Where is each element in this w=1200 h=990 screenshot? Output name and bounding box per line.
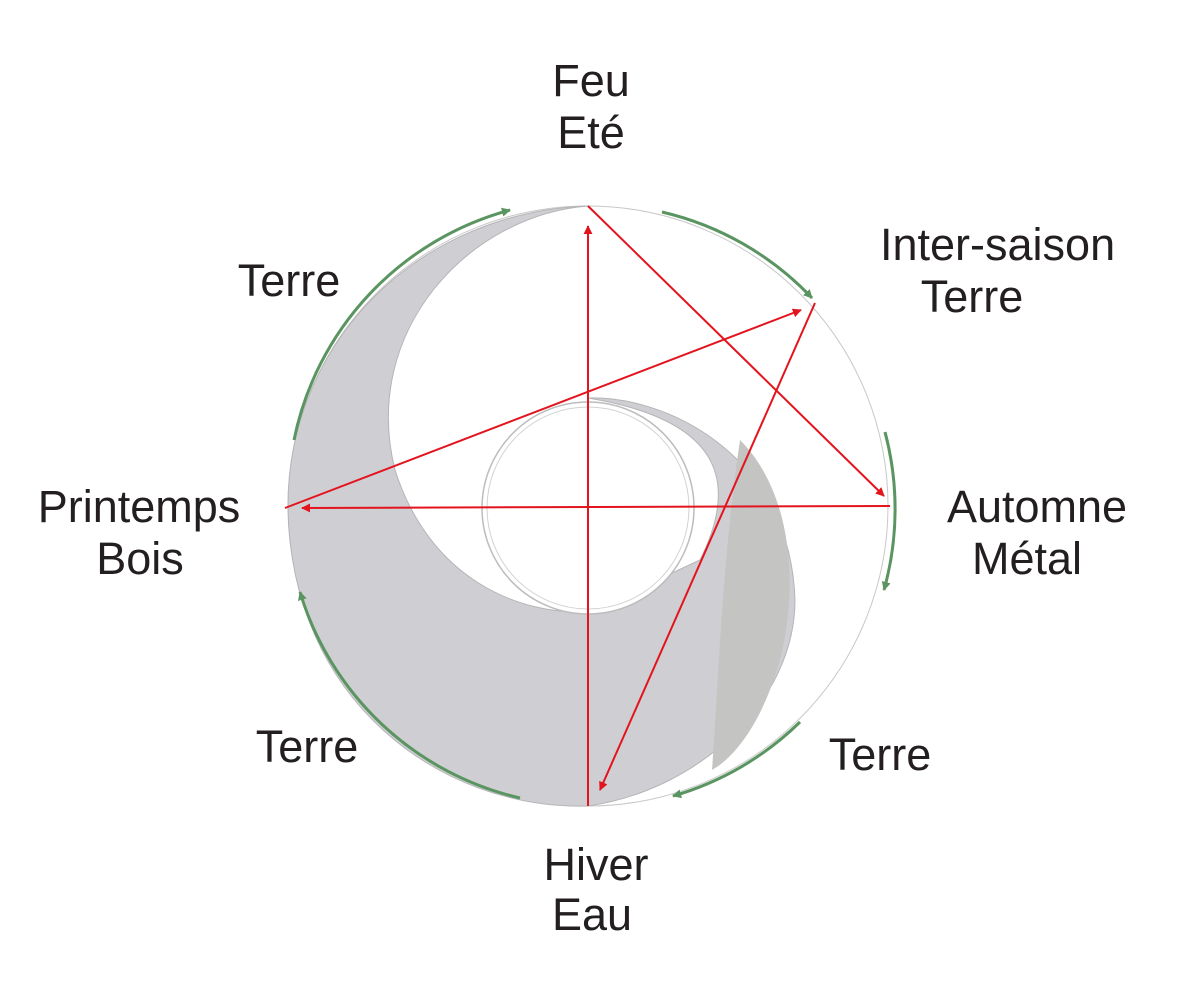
label-top-right-line-1: Inter-saison (880, 219, 1115, 270)
generation-cycle-arrows (292, 207, 897, 800)
yin-shade-dark (712, 440, 790, 770)
arc-terre-top-left (292, 207, 511, 441)
arc-feu-to-terre (661, 210, 814, 300)
arc-terre-bottom-left (298, 591, 521, 800)
label-bottom-left: Terre (256, 721, 359, 772)
label-left-line-2: Bois (96, 533, 184, 584)
label-left-line-1: Printemps (38, 481, 241, 532)
label-bottom-line-1: Hiver (543, 839, 648, 890)
label-bottom-line-2: Eau (552, 889, 632, 940)
arrow-terre-to-eau (599, 302, 816, 791)
label-bottom-right: Terre (829, 729, 932, 780)
label-right-line-2: Métal (972, 533, 1082, 584)
control-cycle-arrows (284, 205, 891, 806)
arrow-bois-to-terre (284, 308, 802, 509)
label-right-line-1: Automne (947, 481, 1127, 532)
arrow-metal-to-bois (301, 503, 891, 513)
label-top-line-1: Feu (552, 55, 630, 106)
arc-terre-bottom-right (672, 720, 802, 799)
arrow-feu-to-metal (587, 205, 885, 497)
label-top-line-2: Eté (557, 107, 625, 158)
label-top-left: Terre (238, 255, 341, 306)
label-top-right-line-2: Terre (921, 271, 1024, 322)
labels: Feu Eté Inter-saison Terre Automne Métal… (38, 55, 1127, 940)
arc-right-upper (881, 431, 897, 591)
